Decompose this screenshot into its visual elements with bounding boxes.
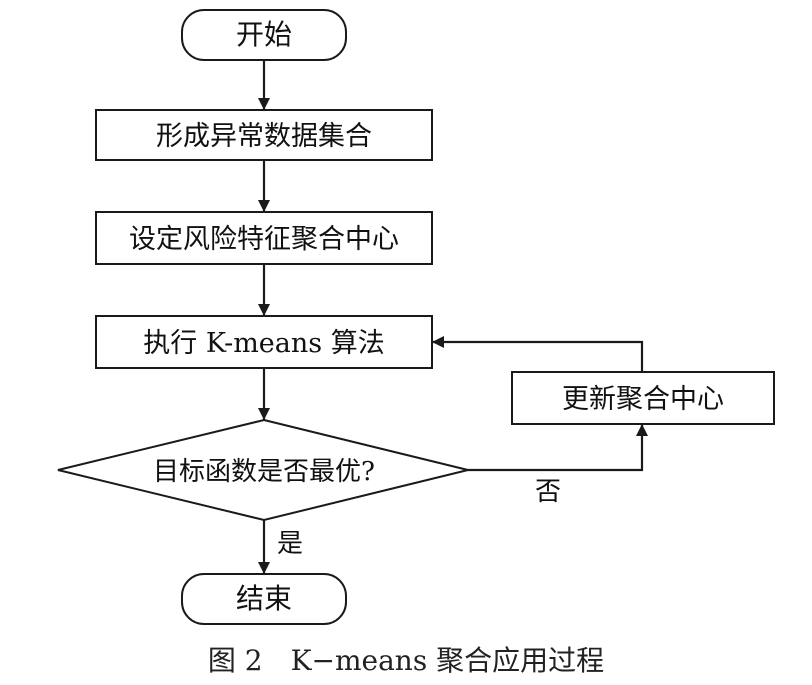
- end-node: 结束: [181, 573, 347, 625]
- form-dataset-label: 形成异常数据集合: [156, 121, 372, 152]
- no-branch-label: 否: [535, 477, 561, 507]
- end-label: 结束: [236, 582, 292, 615]
- set-centers-node: 设定风险特征聚合中心: [95, 211, 433, 265]
- figure-caption: 图 2 K−means 聚合应用过程: [208, 644, 604, 677]
- set-centers-label: 设定风险特征聚合中心: [129, 224, 399, 255]
- decision-node: 目标函数是否最优?: [57, 418, 469, 522]
- arrow-update-to-kmeans: [432, 336, 644, 372]
- run-kmeans-node: 执行 K-means 算法: [95, 315, 433, 369]
- run-kmeans-label: 执行 K-means 算法: [143, 328, 384, 359]
- update-centers-label: 更新聚合中心: [562, 384, 724, 415]
- decision-label: 目标函数是否最优?: [153, 457, 375, 487]
- start-label: 开始: [236, 18, 292, 51]
- update-centers-node: 更新聚合中心: [511, 371, 775, 425]
- start-node: 开始: [181, 9, 347, 61]
- arrow-decision-to-update: [468, 424, 648, 472]
- yes-branch-label: 是: [277, 529, 303, 559]
- form-dataset-node: 形成异常数据集合: [95, 109, 433, 161]
